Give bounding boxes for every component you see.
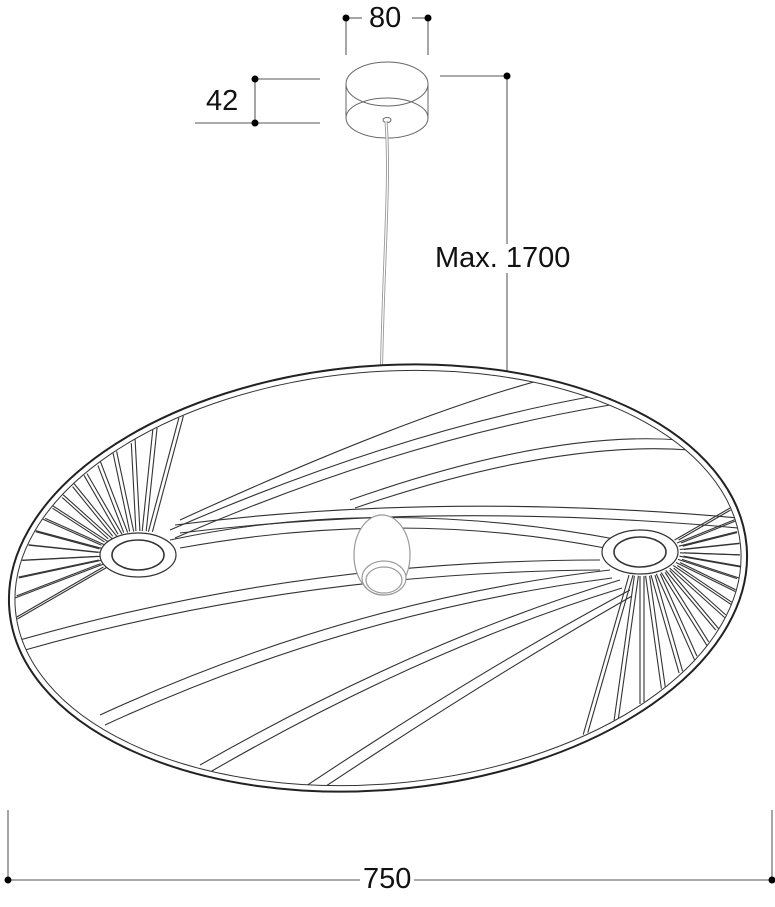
shade-rib	[669, 567, 726, 619]
shade-rib	[675, 562, 736, 592]
shade-rib	[151, 415, 184, 532]
shade-rib	[52, 507, 105, 543]
shade-rib	[97, 465, 125, 533]
shade-band	[99, 569, 611, 716]
shade-rib	[665, 570, 717, 631]
shade-rib	[35, 531, 100, 550]
shade-rib	[680, 520, 736, 544]
shade-rib	[683, 543, 740, 551]
shade-rib	[669, 570, 720, 629]
shade-band	[299, 589, 631, 791]
shade-rib	[660, 572, 708, 646]
shade-rib	[673, 567, 727, 616]
shade-rib	[18, 559, 104, 579]
shade-band	[174, 505, 759, 526]
shade-rib	[674, 507, 731, 541]
shade-rib	[99, 461, 129, 533]
shade-band	[104, 577, 613, 726]
shade-rib	[62, 494, 113, 540]
shade-rib	[676, 564, 733, 603]
shade-band	[199, 579, 621, 766]
canopy-height-label: 42	[203, 87, 242, 116]
shade-rib	[86, 473, 123, 535]
shade-diameter-label: 750	[360, 865, 415, 894]
shade-rib	[35, 530, 104, 550]
shade-rib	[28, 544, 103, 554]
shade-rib	[16, 566, 104, 618]
shade-rib	[52, 505, 109, 543]
shade-rib	[116, 451, 135, 532]
shade-rib	[22, 555, 103, 561]
cable-length-label: Max. 1700	[432, 244, 574, 273]
shade-rib	[141, 429, 154, 532]
shade-inner-rim	[14, 369, 742, 787]
shade-rib	[17, 566, 108, 620]
shade-rib	[145, 427, 158, 532]
shade-rib	[681, 558, 740, 579]
shade-band	[179, 374, 561, 521]
shade-rib	[18, 559, 100, 578]
shade-rib	[683, 552, 740, 556]
shade-rib	[655, 573, 696, 661]
shade-rib	[44, 517, 106, 546]
shade-rib	[587, 574, 634, 733]
shade-band	[174, 404, 611, 539]
shade-pattern	[14, 374, 759, 799]
shade-rib	[659, 573, 698, 657]
shade-rib	[42, 518, 102, 546]
shade-band	[354, 448, 691, 509]
shade-band	[169, 394, 601, 531]
shade-rib	[147, 417, 180, 532]
shade-rib	[72, 486, 114, 537]
right-hub	[601, 529, 679, 575]
bulb-socket	[353, 514, 411, 596]
canopy-width-label: 80	[366, 4, 405, 33]
shade-rib	[617, 575, 639, 719]
left-hub	[99, 532, 177, 578]
shade-rib	[676, 519, 735, 544]
shade-band	[19, 559, 601, 641]
shade-rib	[654, 574, 684, 672]
shade-rib	[613, 575, 635, 721]
shade-rib	[683, 555, 741, 567]
shade-rib	[679, 555, 741, 568]
shade-rib	[645, 575, 662, 689]
shade-rib	[61, 497, 109, 540]
shade-rib	[664, 572, 710, 643]
shade-rib	[677, 558, 738, 580]
shade-rib	[130, 443, 137, 532]
shade-rib	[83, 475, 119, 535]
canopy	[345, 61, 429, 139]
shade-band	[307, 595, 633, 799]
shade-band	[24, 569, 601, 651]
shade-rib	[650, 574, 680, 674]
shade-rib	[112, 453, 131, 532]
shade-band	[179, 515, 759, 534]
shade-band	[204, 587, 623, 776]
shade-rib	[134, 439, 141, 532]
shade-rib	[73, 483, 118, 537]
shade-rib	[672, 564, 732, 606]
shade-rib	[649, 575, 666, 687]
shade-rib	[16, 563, 101, 597]
shade	[7, 363, 759, 799]
shade-rib	[679, 562, 736, 591]
shade-rib	[678, 531, 738, 547]
shade-rib	[14, 563, 105, 599]
shade-band	[349, 438, 681, 501]
shade-rib	[682, 532, 738, 547]
